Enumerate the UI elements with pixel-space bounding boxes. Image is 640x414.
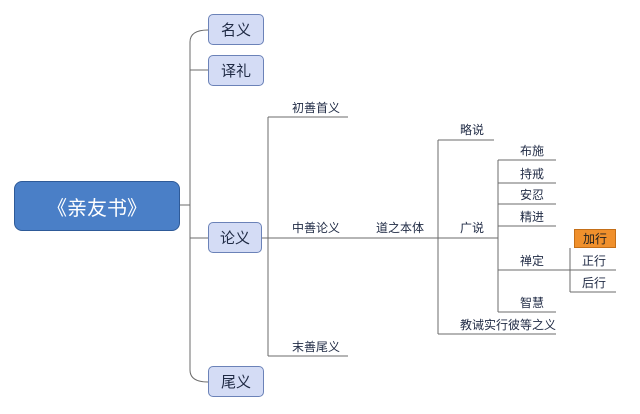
label-final[interactable]: 末善尾义 [292, 340, 341, 354]
label-preparation: 加行 [582, 232, 607, 246]
label-meditation[interactable]: 禅定 [520, 254, 545, 268]
connector-to-end [189, 369, 209, 383]
node-end[interactable]: 尾义 [208, 366, 264, 397]
label-wisdom[interactable]: 智慧 [520, 296, 545, 310]
root-node[interactable]: 《亲友书》 [14, 181, 180, 231]
label-brief[interactable]: 略说 [460, 123, 485, 137]
label-beginning[interactable]: 初善首义 [292, 101, 341, 115]
node-translation-label: 译礼 [220, 62, 251, 80]
label-conclusion[interactable]: 后行 [582, 276, 607, 290]
label-middle[interactable]: 中善论义 [292, 221, 341, 235]
node-name[interactable]: 名义 [208, 14, 264, 45]
node-body-label: 论义 [219, 229, 250, 247]
node-translation[interactable]: 译礼 [208, 55, 264, 86]
label-giving[interactable]: 布施 [520, 144, 545, 158]
label-main[interactable]: 正行 [582, 254, 607, 268]
label-diligence[interactable]: 精进 [520, 210, 545, 224]
node-body[interactable]: 论义 [208, 222, 262, 253]
label-extensive[interactable]: 广说 [460, 221, 485, 235]
node-preparation-highlight[interactable]: 加行 [574, 229, 616, 248]
root-label: 《亲友书》 [47, 195, 147, 220]
connector-to-name [189, 29, 209, 43]
node-end-label: 尾义 [220, 373, 251, 391]
label-patience[interactable]: 安忍 [520, 188, 545, 202]
node-name-label: 名义 [220, 21, 251, 39]
label-discipline[interactable]: 持戒 [520, 167, 545, 181]
label-essence[interactable]: 道之本体 [376, 221, 425, 235]
label-teaching[interactable]: 教诫实行彼等之义 [460, 318, 557, 332]
